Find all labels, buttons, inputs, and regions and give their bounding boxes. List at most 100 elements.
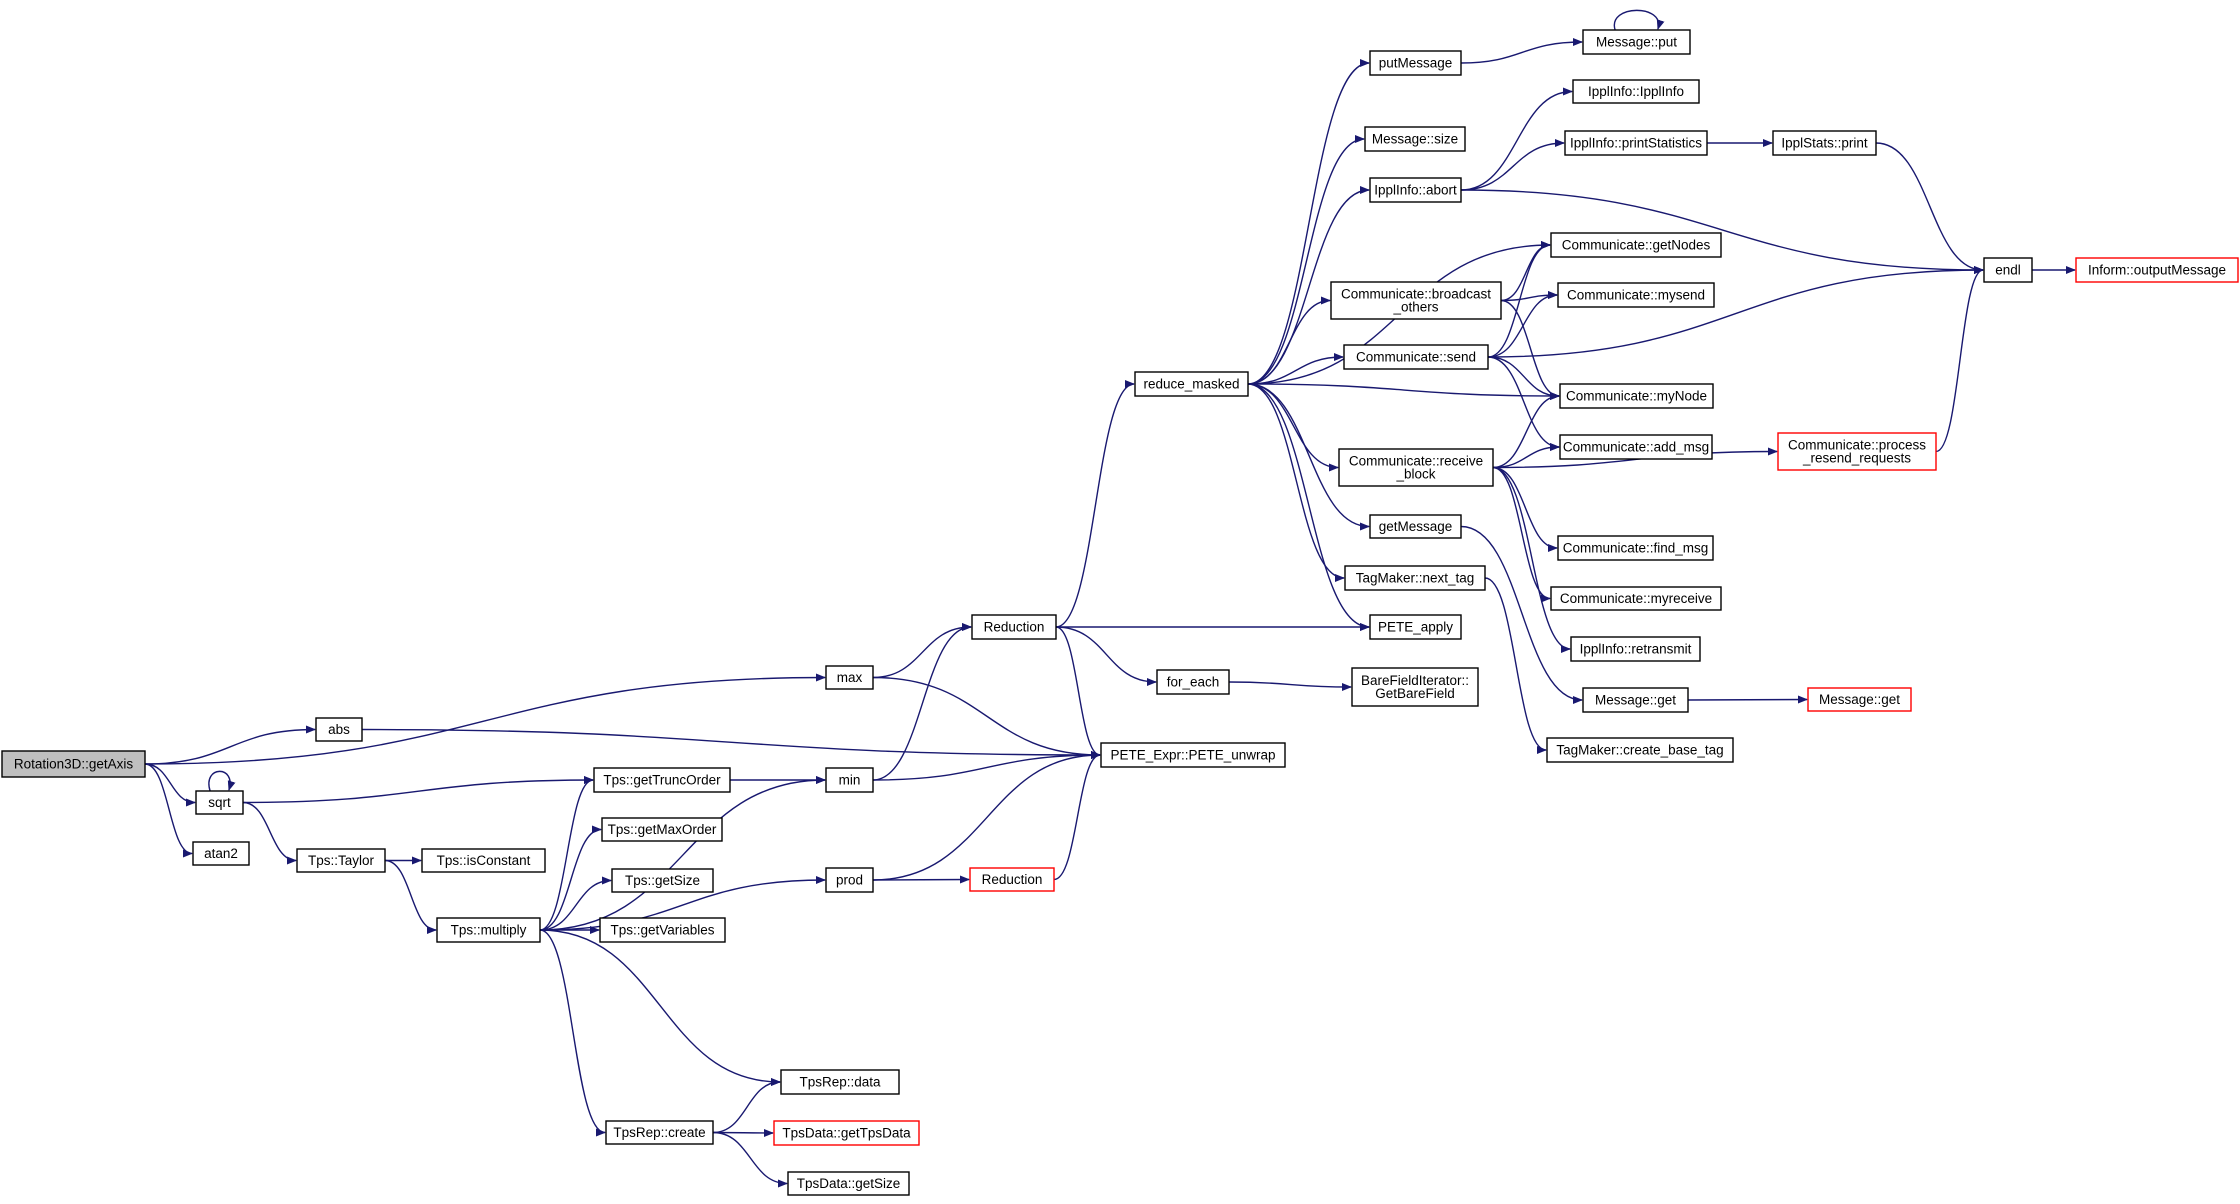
node-label: Communicate::broadcast_others [1341, 287, 1491, 315]
node-box [1777, 432, 1937, 471]
node-comm_findmsg[interactable]: Communicate::find_msg [1557, 535, 1714, 561]
node-tps_maxord[interactable]: Tps::getMaxOrder [601, 817, 723, 842]
node-tpsrep_create[interactable]: TpsRep::create [605, 1120, 714, 1145]
node-comm_mynode[interactable]: Communicate::myNode [1559, 383, 1714, 409]
node-abs[interactable]: abs [315, 717, 363, 742]
edge-layer [144, 9, 2076, 1188]
node-reduce_masked[interactable]: reduce_masked [1134, 371, 1249, 397]
node-root[interactable]: Rotation3D::getAxis [1, 750, 146, 778]
edge-reduction-to-reduce_masked [1055, 380, 1135, 628]
node-putmessage[interactable]: putMessage [1369, 50, 1462, 76]
node-ippl_abort[interactable]: IpplInfo::abort [1369, 177, 1462, 203]
node-ippl_printstats[interactable]: IpplInfo::printStatistics [1564, 130, 1708, 156]
node-box [611, 868, 714, 893]
node-tps_trunc[interactable]: Tps::getTruncOrder [593, 767, 731, 793]
node-comm_send[interactable]: Communicate::send [1343, 344, 1489, 370]
edge-tps_mult-to-tps_trunc [539, 776, 594, 931]
node-comm_resend[interactable]: Communicate::process_resend_requests [1777, 432, 1937, 471]
node-tag_createbase[interactable]: TagMaker::create_base_tag [1546, 737, 1734, 763]
node-pete_apply[interactable]: PETE_apply [1369, 614, 1462, 640]
node-label: Communicate::mysend [1567, 288, 1705, 303]
edge-abs-to-pete_unwrap [361, 728, 1101, 759]
node-box [315, 717, 363, 742]
node-reduction2[interactable]: Reduction [969, 867, 1055, 892]
node-box [1564, 130, 1708, 156]
node-label: TpsData::getSize [797, 1176, 901, 1191]
node-box [1557, 535, 1714, 561]
node-label: min [839, 773, 861, 788]
node-box [1369, 177, 1462, 203]
node-tpsdata_size[interactable]: TpsData::getSize [787, 1171, 910, 1196]
node-prod[interactable]: prod [825, 867, 874, 893]
node-msg_size[interactable]: Message::size [1364, 126, 1466, 152]
node-tag_next[interactable]: TagMaker::next_tag [1344, 565, 1486, 591]
node-msg_get2[interactable]: Message::get [1807, 687, 1912, 712]
node-comm_getnodes[interactable]: Communicate::getNodes [1550, 232, 1722, 258]
node-endl[interactable]: endl [1983, 257, 2033, 283]
edge-comm_recvblock-to-comm_myrecv [1492, 466, 1551, 603]
node-label: PETE_Expr::PETE_unwrap [1110, 748, 1275, 763]
node-inform_out[interactable]: Inform::outputMessage [2075, 257, 2239, 283]
node-comm_myrecv[interactable]: Communicate::myreceive [1550, 586, 1722, 611]
node-max[interactable]: max [825, 665, 874, 690]
edge-sqrt-to-tps_trunc [242, 776, 594, 804]
node-ipplstats_print[interactable]: IpplStats::print [1772, 130, 1877, 156]
edge-reduction2-to-pete_unwrap [1053, 751, 1101, 881]
node-box [787, 1171, 910, 1196]
node-pete_unwrap[interactable]: PETE_Expr::PETE_unwrap [1100, 742, 1286, 768]
node-ippl_ctor[interactable]: IpplInfo::IpplInfo [1572, 79, 1700, 104]
node-label: TpsRep::create [613, 1125, 705, 1140]
node-getmessage[interactable]: getMessage [1369, 514, 1462, 539]
node-label: TpsRep::data [799, 1075, 881, 1090]
node-label: Communicate::process_resend_requests [1788, 438, 1926, 466]
node-box [1572, 79, 1700, 104]
node-atan2[interactable]: atan2 [192, 841, 250, 866]
node-comm_addmsg[interactable]: Communicate::add_msg [1559, 434, 1713, 460]
edge-reduce_masked-to-comm_recvblock [1247, 383, 1339, 472]
node-box [195, 790, 244, 815]
node-tps_getvars[interactable]: Tps::getVariables [599, 917, 726, 943]
edge-prod-to-pete_unwrap [872, 751, 1101, 881]
edge-root-to-sqrt [144, 763, 196, 807]
node-label: TagMaker::create_base_tag [1556, 743, 1723, 758]
node-label: IpplInfo::abort [1374, 183, 1457, 198]
node-box [969, 867, 1055, 892]
node-box [599, 917, 726, 943]
node-tpsrep_data[interactable]: TpsRep::data [780, 1069, 900, 1095]
node-min[interactable]: min [825, 767, 874, 793]
node-reduction[interactable]: Reduction [971, 614, 1057, 640]
node-label: Tps::getVariables [610, 923, 714, 938]
node-tps_mult[interactable]: Tps::multiply [436, 917, 541, 943]
node-box [1550, 586, 1722, 611]
node-sqrt[interactable]: sqrt [195, 790, 244, 815]
edge-reduce_masked-to-getmessage [1247, 383, 1370, 531]
edge-comm_send-to-comm_addmsg [1487, 356, 1560, 451]
node-for_each[interactable]: for_each [1156, 669, 1230, 695]
edge-ippl_abort-to-endl [1460, 189, 1984, 274]
node-label: Tps::getSize [625, 873, 700, 888]
node-ippl_retrans[interactable]: IpplInfo::retransmit [1570, 636, 1701, 662]
node-tps_isconst[interactable]: Tps::isConstant [421, 848, 546, 873]
node-box [1582, 687, 1689, 713]
node-comm_recvblock[interactable]: Communicate::receive_block [1338, 448, 1494, 487]
edge-ippl_abort-to-ippl_printstats [1460, 139, 1565, 191]
edge-reduce_masked-to-comm_bcast [1247, 296, 1331, 385]
node-tps_getsize[interactable]: Tps::getSize [611, 868, 714, 893]
edge-tps_mult-to-tps_getsize [539, 876, 612, 931]
node-comm_mysend[interactable]: Communicate::mysend [1557, 282, 1715, 308]
node-msg_put[interactable]: Message::put [1582, 29, 1691, 55]
edge-max-to-reduction [872, 623, 972, 679]
node-comm_bcast[interactable]: Communicate::broadcast_others [1330, 281, 1502, 320]
node-tpsdata_get[interactable]: TpsData::getTpsData [773, 1120, 920, 1146]
edge-tps_taylor-to-tps_mult [384, 859, 437, 934]
node-bfi_get[interactable]: BareFieldIterator::GetBareField [1351, 667, 1479, 707]
node-msg_get[interactable]: Message::get [1582, 687, 1689, 713]
node-label: Message::put [1596, 35, 1677, 50]
node-box [1582, 29, 1691, 55]
node-box [1343, 344, 1489, 370]
edge-comm_recvblock-to-ippl_retrans [1492, 466, 1571, 653]
node-label: Communicate::send [1356, 350, 1476, 365]
node-box [825, 665, 874, 690]
node-label: atan2 [204, 846, 238, 861]
node-tps_taylor[interactable]: Tps::Taylor [296, 848, 386, 873]
